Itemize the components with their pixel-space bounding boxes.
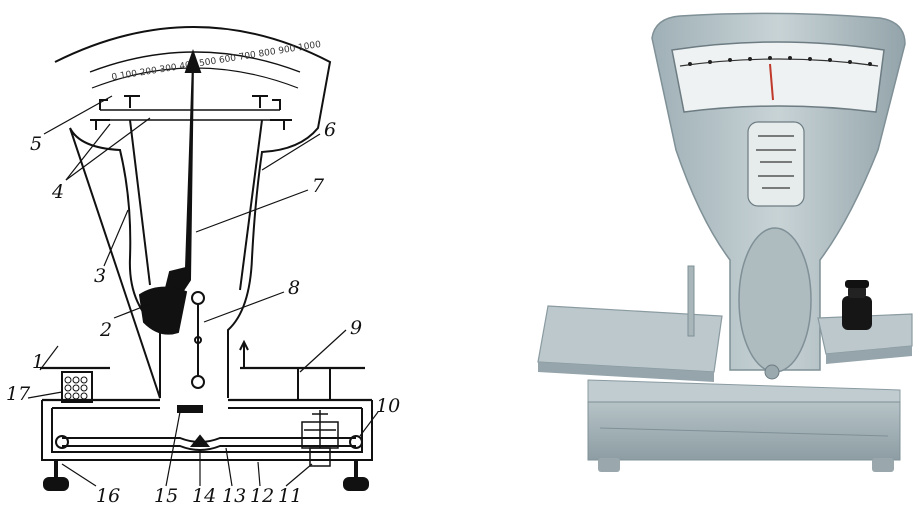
pointer-needle [164,61,194,294]
left-rod [129,119,151,286]
lever-pivot-right [349,435,363,449]
fulcrum-prism [189,434,211,447]
dial-scale-arc-outer [89,51,301,73]
part-label-15: 15 [154,485,178,506]
beam-hook-right [270,99,292,130]
beam-hook-mid-right [252,95,268,108]
photo-center-knob [764,364,780,380]
part-label-4: 4 [51,181,64,203]
photo-base-seam [599,427,889,437]
weights-box [61,371,93,403]
stop-plate [177,405,203,413]
right-rod [239,119,263,291]
photo-left-pan-edge [538,362,714,382]
photo-dial-scale-line [679,58,879,67]
dial-scale-numerals: 0 100 200 300 400 500 600 700 800 900 10… [111,40,322,83]
quadrant-weight [138,286,188,335]
right-pan-stem [297,368,331,400]
photo-nameplate [747,121,805,207]
scale-photo [537,12,913,472]
part-label-17: 17 [6,383,31,405]
part-label-13: 13 [222,485,246,506]
part-label-3: 3 [94,265,106,287]
photo-oval-housing [738,227,812,373]
part-label-2: 2 [99,319,112,341]
beam-hook-mid-left [124,95,140,108]
photo-base-body [587,401,901,461]
beam-hook-left [90,99,110,130]
base-outline [41,400,373,461]
upper-beam [96,109,284,121]
part-label-1: 1 [32,351,44,373]
photo-dial-pointer [769,63,774,101]
photo-right-pan-edge [826,346,912,364]
part-label-12: 12 [250,485,274,506]
adjustable-foot-left [43,460,69,491]
scale-schematic: 0 100 200 300 400 500 600 700 800 900 10… [6,26,400,506]
photo-foot-right [872,458,894,472]
leader-lines [27,95,379,487]
photo-dial-ticks [688,56,872,66]
photo-back-plate [687,265,695,337]
part-label-9: 9 [350,317,362,339]
part-label-10: 10 [376,395,400,417]
lever-pivot-left [55,435,69,449]
photo-nameplate-lines [756,135,796,189]
photo-weight [842,280,872,330]
part-label-7: 7 [312,175,325,197]
damper [301,410,339,467]
base-inner [51,407,363,453]
part-label-8: 8 [288,277,300,299]
indicator-post [239,339,249,368]
photo-foot-left [598,458,620,472]
weights-balls [64,376,88,400]
adjustable-foot-right [343,460,369,491]
linkage-pivot-top [191,291,205,305]
part-label-6: 6 [324,119,336,141]
part-label-14: 14 [192,485,216,506]
part-label-11: 11 [278,485,302,506]
dial-housing [54,26,332,399]
part-label-5: 5 [30,133,42,155]
pointer-tip [184,48,202,73]
part-label-16: 16 [96,485,120,506]
photo-dial-window [671,41,885,113]
linkage-pivot-bottom [191,375,205,389]
part-labels: 1 2 3 4 5 6 7 8 9 10 11 12 13 14 15 16 1… [6,119,400,506]
